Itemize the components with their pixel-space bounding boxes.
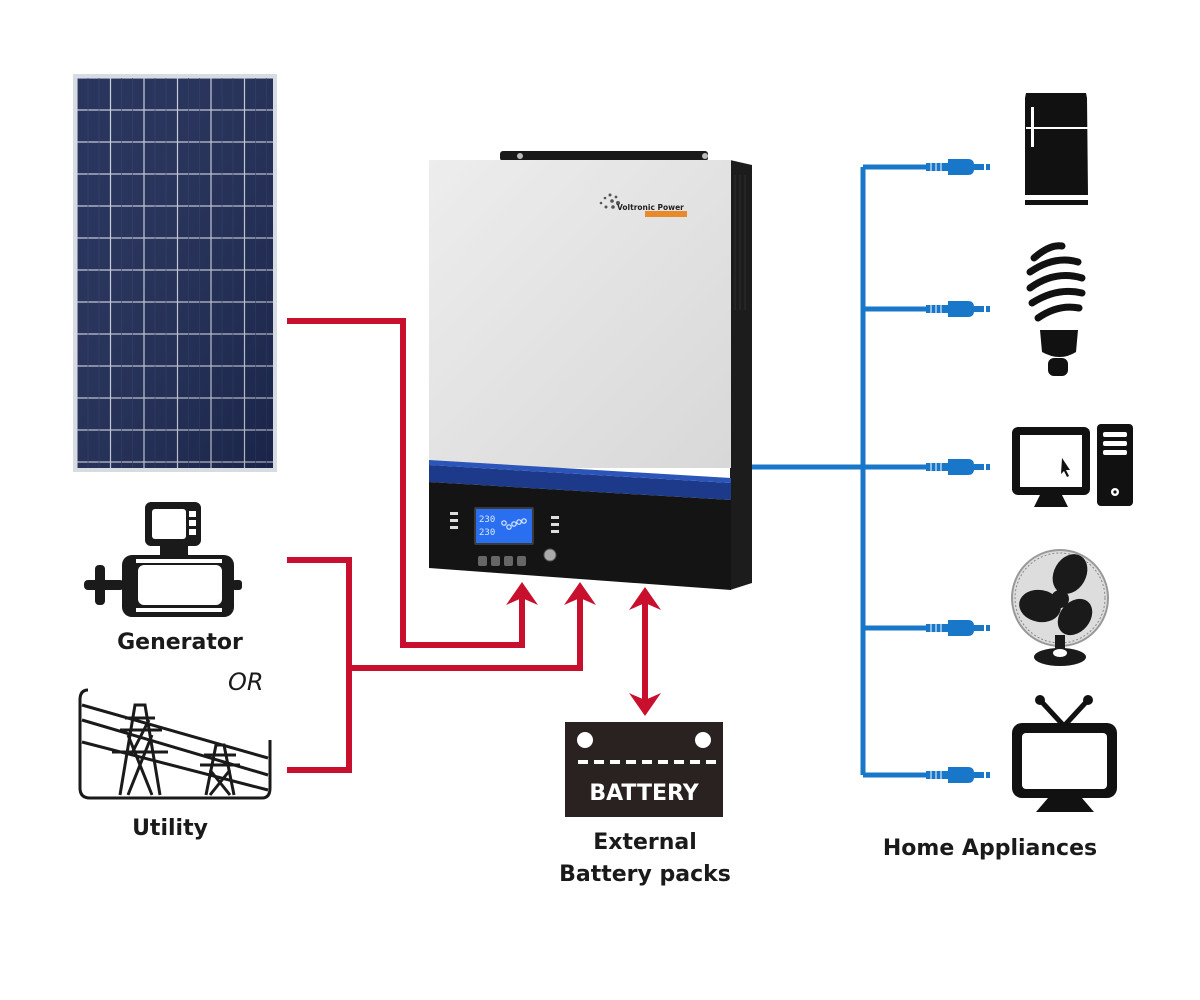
svg-text:BATTERY: BATTERY [589, 781, 699, 806]
power-switch-icon [543, 548, 557, 562]
svg-text:230: 230 [479, 528, 495, 538]
plug-icon [926, 301, 990, 317]
solar-input-line [287, 318, 525, 648]
computer-icon [1012, 424, 1133, 507]
plug-icon [926, 159, 990, 175]
or-label: OR [228, 668, 264, 696]
generator-label: Generator [117, 630, 243, 655]
utility-label: Utility [132, 816, 208, 841]
generator-icon [84, 502, 242, 617]
solar-panel-icon [73, 74, 277, 472]
arrow-up-icon [629, 587, 661, 610]
brand-name: Voltronic Power [617, 203, 684, 212]
ac-output-line [752, 164, 930, 778]
light-bulb-icon [1026, 242, 1086, 376]
svg-text:230: 230 [479, 515, 495, 525]
plug-icon [926, 767, 990, 783]
inverter: Voltronic Power 230 230 [429, 151, 752, 590]
lcd-screen: 230 230 [474, 507, 534, 545]
home-appliances-label: Home Appliances [882, 836, 1098, 861]
battery-link-line [629, 587, 661, 716]
status-leds [450, 512, 559, 533]
television-icon [1012, 695, 1117, 812]
battery-label-line1: External [593, 830, 697, 855]
arrow-up-icon [506, 582, 596, 605]
control-buttons [478, 556, 526, 566]
plug-icon [926, 620, 990, 636]
arrow-down-icon [629, 693, 661, 716]
brand-logo [599, 193, 687, 217]
ac-input-line [287, 557, 583, 773]
refrigerator-icon [1025, 93, 1088, 205]
fan-icon [1011, 549, 1109, 666]
battery-icon: BATTERY [565, 722, 723, 817]
plug-icon [926, 459, 990, 475]
utility-power-lines-icon [78, 688, 272, 800]
battery-label-line2: Battery packs [559, 862, 731, 887]
